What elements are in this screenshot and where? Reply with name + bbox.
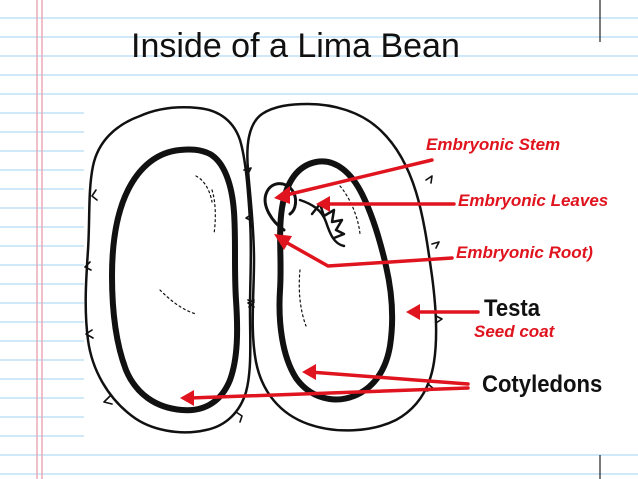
left-outer-coat bbox=[84, 106, 253, 434]
arrowhead-cotyledon-right bbox=[302, 364, 316, 380]
arrow-embryonic-root bbox=[280, 238, 454, 268]
label-embryonic-stem: Embryonic Stem bbox=[426, 135, 561, 154]
annotation-arrows bbox=[180, 158, 480, 406]
label-cotyledons: Cotyledons bbox=[482, 371, 603, 398]
arrow-cotyledon-left bbox=[188, 386, 470, 400]
arrowhead-embryonic-root bbox=[274, 234, 292, 250]
margin-lines bbox=[36, 0, 43, 479]
label-seed-coat: Seed coat bbox=[474, 322, 555, 341]
arrowhead-testa bbox=[406, 304, 420, 320]
diagram-white-backdrop bbox=[84, 96, 638, 442]
embryo-leaves bbox=[298, 198, 346, 248]
label-testa: Testa bbox=[484, 295, 541, 322]
arrow-cotyledon-right bbox=[308, 370, 470, 386]
arrowhead-embryonic-leaves bbox=[316, 196, 330, 212]
right-outer-coat bbox=[246, 102, 438, 432]
embryo-hook bbox=[263, 182, 298, 232]
left-coat-jagged bbox=[84, 167, 255, 423]
right-inner-dots bbox=[298, 185, 361, 327]
slide-title: Inside of a Lima Bean bbox=[131, 27, 460, 65]
arrow-embryonic-stem bbox=[280, 158, 434, 198]
arrowhead-cotyledon-left bbox=[180, 390, 194, 406]
arrowhead-embryonic-stem bbox=[274, 186, 290, 204]
left-inner-bean bbox=[109, 146, 241, 414]
right-inner-bean bbox=[276, 158, 396, 403]
label-embryonic-leaves: Embryonic Leaves bbox=[458, 191, 609, 210]
right-coat-jagged bbox=[245, 175, 443, 392]
label-embryonic-root: Embryonic Root) bbox=[456, 243, 593, 262]
left-cotyledon-drawing bbox=[84, 106, 255, 434]
left-inner-dots bbox=[159, 175, 216, 315]
